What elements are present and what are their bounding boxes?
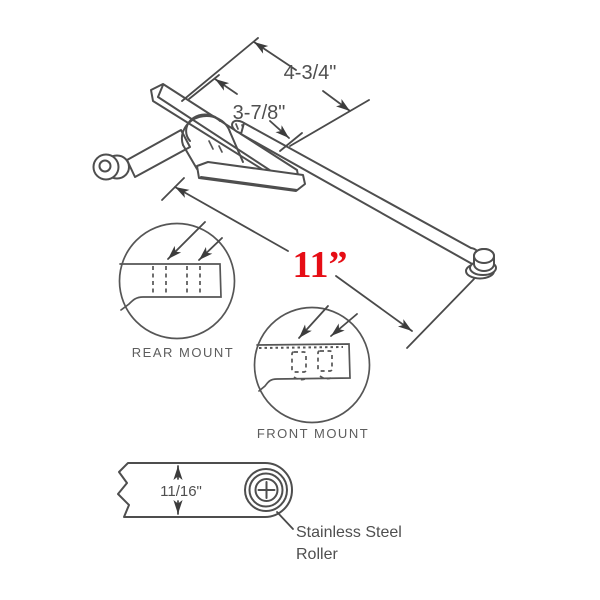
roller-outer-ring: [244, 468, 288, 512]
body-base-plate-seam: [200, 176, 298, 191]
dim-arrow-segment: [253, 41, 297, 71]
dimension-body: 3-7/8": [188, 74, 303, 152]
slot-outline: [317, 350, 333, 372]
front-mount-detail: FRONT MOUNT: [253, 305, 371, 441]
front-mount-label: FRONT MOUNT: [257, 426, 369, 441]
front-mount-leader: [330, 313, 358, 337]
extension-tick: [161, 177, 185, 201]
dimension-track: 4-3/4": [181, 37, 370, 147]
operator-arm: [240, 122, 497, 280]
body-left-edge: [182, 144, 198, 170]
body-hub-inner-arch: [185, 113, 221, 142]
extension-line: [289, 99, 370, 147]
roller-rivet-top: [473, 248, 495, 264]
rear-mount-detail: REAR MOUNT: [118, 221, 236, 360]
dim-arrow-segment: [335, 275, 413, 332]
crank-handle: [92, 129, 191, 181]
dim-arrow-segment: [174, 186, 289, 252]
slot-bottom-arc: [293, 376, 306, 381]
pivot-hatch: [235, 123, 239, 130]
extension-line: [406, 278, 475, 349]
rear-mount-slots: [152, 266, 201, 295]
roller-mid-ring: [248, 472, 284, 508]
roller-leader-line: [276, 511, 294, 530]
operator-assembly: 4-3/4" 3-7/8" 11”: [92, 37, 497, 349]
body-base-plate: [196, 161, 306, 192]
extension-line: [181, 37, 259, 102]
arm-end-detail: 11/16" Stainless Steel Roller: [117, 462, 402, 563]
arm-end-outline: [117, 462, 293, 518]
dim-arrow-segment: [322, 90, 351, 112]
front-mount-circle: [253, 306, 371, 424]
body-hub-arch: [180, 115, 231, 146]
roller-rivet: [473, 248, 495, 272]
front-mount-bracket: [256, 343, 351, 392]
dim-arm-width-text: 11/16": [160, 483, 202, 500]
dim-arrow-segment: [269, 120, 290, 139]
roller-callout: Stainless Steel Roller: [276, 511, 402, 563]
rear-mount-circle: [118, 222, 236, 340]
body-hidden-dash: [208, 140, 214, 150]
slot-bottom-arc: [319, 375, 332, 380]
extension-line: [188, 74, 220, 100]
slot-outline: [291, 351, 307, 373]
crank-shaft: [126, 129, 191, 178]
front-mount-slots: [291, 350, 333, 381]
rear-mount-bracket: [119, 263, 222, 311]
body-fold-line: [229, 131, 244, 163]
rear-mount-label: REAR MOUNT: [132, 345, 234, 360]
roller-top-view: [244, 468, 288, 512]
dim-arrow-segment: [214, 78, 238, 95]
dimension-arm-width: 11/16": [160, 465, 202, 515]
roller-cross-mark: [257, 481, 276, 499]
mounting-bar-left-cap-seam: [157, 84, 164, 98]
roller-hub: [254, 478, 279, 502]
roller-callout-line2: Roller: [296, 546, 338, 563]
crank-knob-inner: [98, 159, 112, 173]
extension-line: [279, 132, 303, 152]
front-mount-screw-row: [258, 346, 344, 349]
dim-body-text: 3-7/8": [233, 102, 286, 124]
roller-callout-line1: Stainless Steel: [296, 524, 402, 541]
rear-mount-leader: [198, 237, 223, 261]
dim-arm-length-text: 11”: [293, 244, 348, 286]
front-mount-leader: [298, 305, 329, 339]
body-hidden-dash: [218, 145, 223, 153]
dimension-arm-length: 11”: [161, 177, 475, 349]
operator-body: [180, 113, 306, 192]
dim-track-text: 4-3/4": [284, 62, 337, 84]
rear-mount-leader: [167, 221, 206, 260]
